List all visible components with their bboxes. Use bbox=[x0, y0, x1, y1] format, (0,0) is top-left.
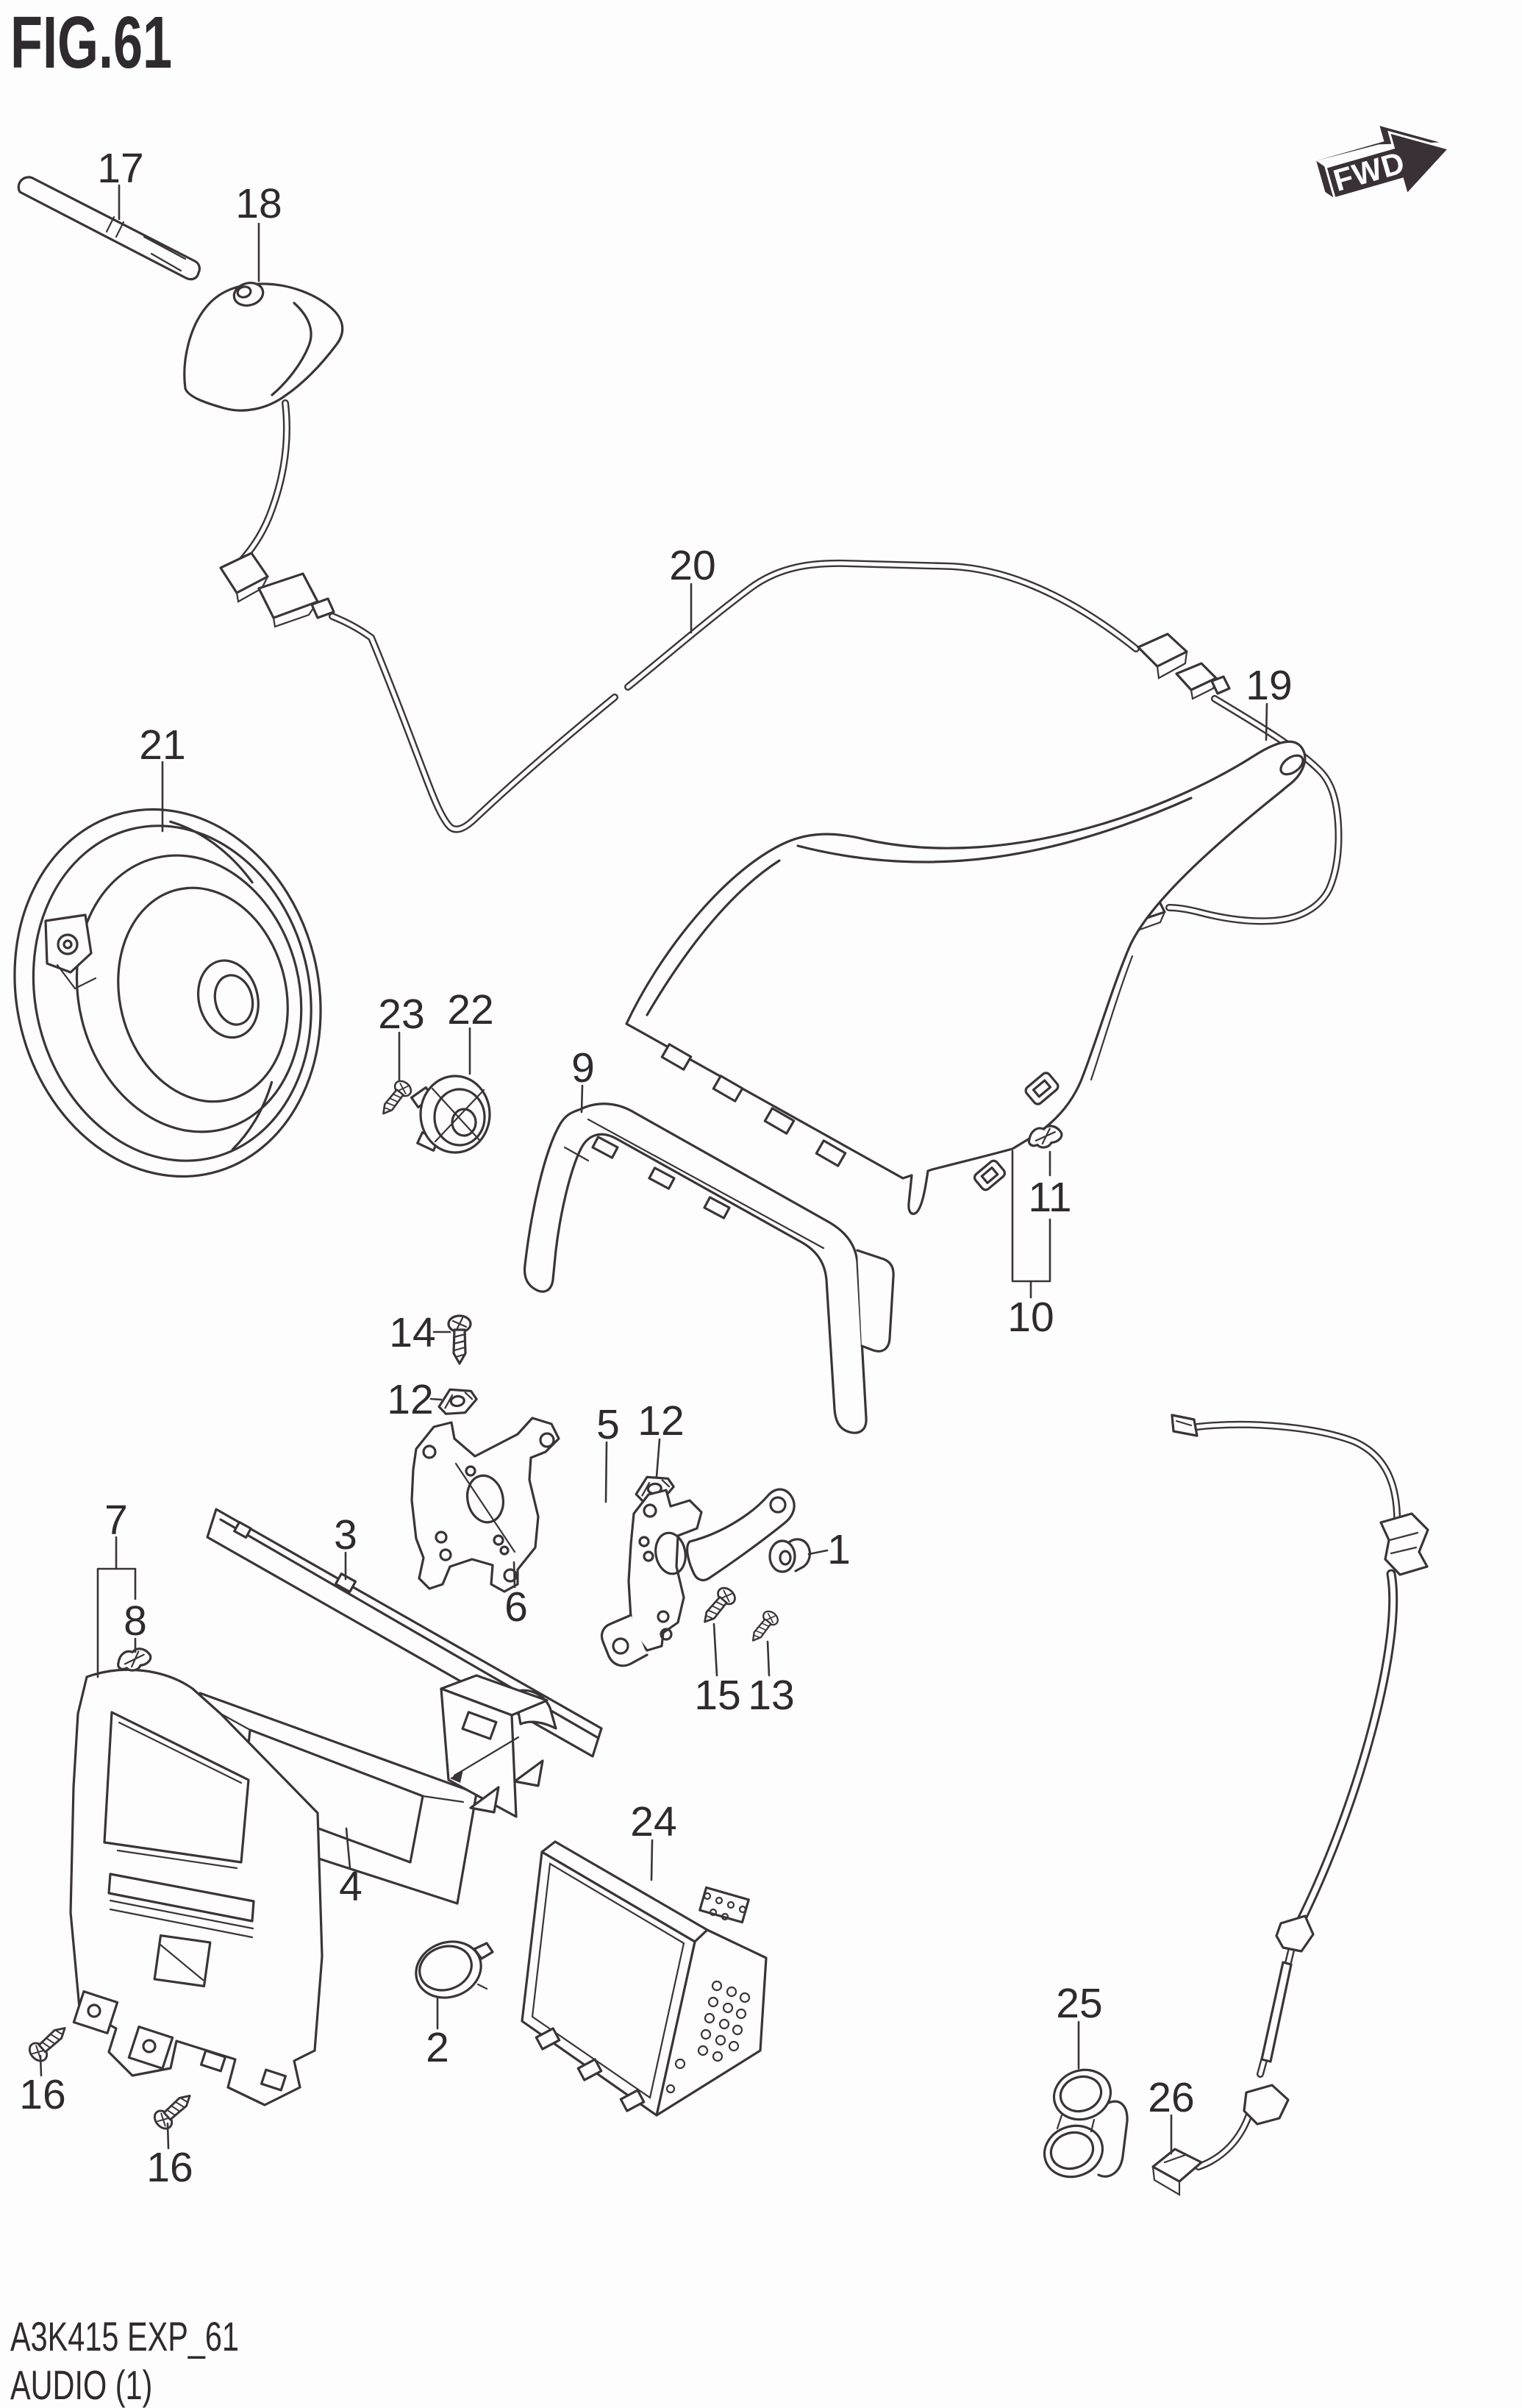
part-label-16: 16 bbox=[19, 2071, 65, 2118]
leader-line-12 bbox=[429, 1397, 443, 1401]
label-bracket-11-10 bbox=[1011, 1150, 1051, 1299]
part-label-12: 12 bbox=[387, 1376, 433, 1423]
cover-clip-tabs bbox=[660, 1043, 847, 1167]
antenna-feeder-cable bbox=[329, 559, 1140, 833]
cable-junction-connectors bbox=[1137, 633, 1231, 700]
usb-socket bbox=[1043, 2068, 1129, 2179]
part-label-1: 1 bbox=[827, 1526, 851, 1573]
part-label-7: 7 bbox=[104, 1497, 128, 1544]
dash-bezel bbox=[69, 1668, 324, 2106]
part-label-25: 25 bbox=[1056, 1980, 1102, 2027]
part-label-13: 13 bbox=[748, 1672, 794, 1719]
antenna-mast bbox=[17, 176, 201, 281]
radio-bracket-left bbox=[410, 1417, 560, 1593]
label-bracket-7-8 bbox=[96, 1536, 137, 1678]
audio-unit-vents bbox=[665, 1980, 751, 2094]
clip-8 bbox=[117, 1648, 152, 1672]
display-visor bbox=[523, 1103, 895, 1434]
audio-unit-top-connector bbox=[699, 1886, 750, 1924]
part-label-21: 21 bbox=[139, 722, 185, 769]
screw-23 bbox=[375, 1077, 415, 1120]
usb-connector bbox=[1151, 2148, 1203, 2196]
drawing-code: A3K415 EXP_61 bbox=[10, 2314, 239, 2360]
part-label-9: 9 bbox=[571, 1044, 595, 1091]
part-label-10: 10 bbox=[1007, 1294, 1054, 1341]
cable-clamp-upper bbox=[1379, 1512, 1429, 1576]
leader-lines bbox=[39, 184, 1268, 2155]
cable-tie-blade bbox=[1260, 1961, 1293, 2063]
radio-bracket-right bbox=[600, 1488, 796, 1667]
part-label-17: 17 bbox=[97, 145, 143, 192]
leader-line-4 bbox=[345, 1827, 351, 1870]
audio-unit bbox=[521, 1840, 768, 2117]
bezel-vent-slots bbox=[107, 1873, 255, 1988]
part-label-18: 18 bbox=[235, 180, 282, 227]
part-label-23: 23 bbox=[378, 991, 424, 1038]
bezel-mount-tabs bbox=[72, 1990, 287, 2092]
leader-line-1 bbox=[807, 1549, 829, 1556]
leader-line-6 bbox=[512, 1561, 516, 1589]
cable-grommet bbox=[1275, 1914, 1315, 1953]
assembly-arrows bbox=[450, 1736, 544, 1814]
usb-cable bbox=[1151, 1414, 1429, 2196]
part-label-8: 8 bbox=[124, 1597, 147, 1645]
antenna-cable-connector bbox=[219, 552, 335, 628]
speaker bbox=[13, 808, 322, 1178]
fwd-arrow-label: FWD bbox=[1329, 145, 1409, 198]
leader-line-5 bbox=[604, 1441, 608, 1503]
leader-line-16 bbox=[39, 2054, 43, 2077]
screw-16-left bbox=[25, 2020, 73, 2066]
usb-cable-top-connector bbox=[1171, 1414, 1198, 1437]
leader-line-12 bbox=[655, 1438, 661, 1478]
leader-line-15 bbox=[712, 1622, 718, 1677]
part-label-4: 4 bbox=[339, 1863, 362, 1910]
antenna-base bbox=[183, 282, 344, 628]
part-label-6: 6 bbox=[504, 1584, 528, 1631]
drawing-title: AUDIO (1) bbox=[10, 2362, 152, 2408]
screw-15 bbox=[696, 1584, 740, 1629]
part-label-3: 3 bbox=[334, 1511, 357, 1559]
part-label-26: 26 bbox=[1148, 2074, 1194, 2121]
leader-line-24 bbox=[650, 1839, 654, 1881]
mounting-cage bbox=[440, 1674, 549, 1818]
part-label-22: 22 bbox=[447, 986, 493, 1033]
part-label-11: 11 bbox=[1028, 1174, 1071, 1221]
part-label-20: 20 bbox=[669, 542, 715, 589]
figure-title: FIG.61 bbox=[10, 1, 172, 83]
part-label-14: 14 bbox=[389, 1309, 435, 1356]
screw-14 bbox=[447, 1314, 472, 1365]
part-label-5: 5 bbox=[596, 1401, 620, 1448]
screw-13 bbox=[746, 1607, 782, 1647]
tweeter-speaker bbox=[410, 1075, 491, 1154]
cover-clip-11 bbox=[1027, 1125, 1063, 1149]
speaker-bracket-tab bbox=[44, 913, 97, 990]
fwd-arrow: FWD bbox=[1316, 126, 1451, 200]
cable-clamp-lower bbox=[1243, 2084, 1290, 2126]
part-label-2: 2 bbox=[426, 2024, 449, 2071]
leader-line-13 bbox=[766, 1640, 771, 1677]
part-label-16: 16 bbox=[146, 2144, 193, 2191]
part-label-24: 24 bbox=[630, 1798, 676, 1845]
screw-16-right bbox=[150, 2087, 198, 2134]
dashboard-cover bbox=[625, 740, 1307, 1215]
clip-nut-12-left bbox=[435, 1384, 479, 1418]
part-label-12: 12 bbox=[637, 1397, 684, 1445]
cover-slot-tabs bbox=[973, 1072, 1060, 1191]
part-label-19: 19 bbox=[1246, 662, 1292, 709]
part-label-15: 15 bbox=[694, 1672, 740, 1719]
knob-1 bbox=[768, 1538, 812, 1573]
button-cap bbox=[415, 1940, 494, 1999]
leader-line-19 bbox=[1265, 702, 1268, 741]
